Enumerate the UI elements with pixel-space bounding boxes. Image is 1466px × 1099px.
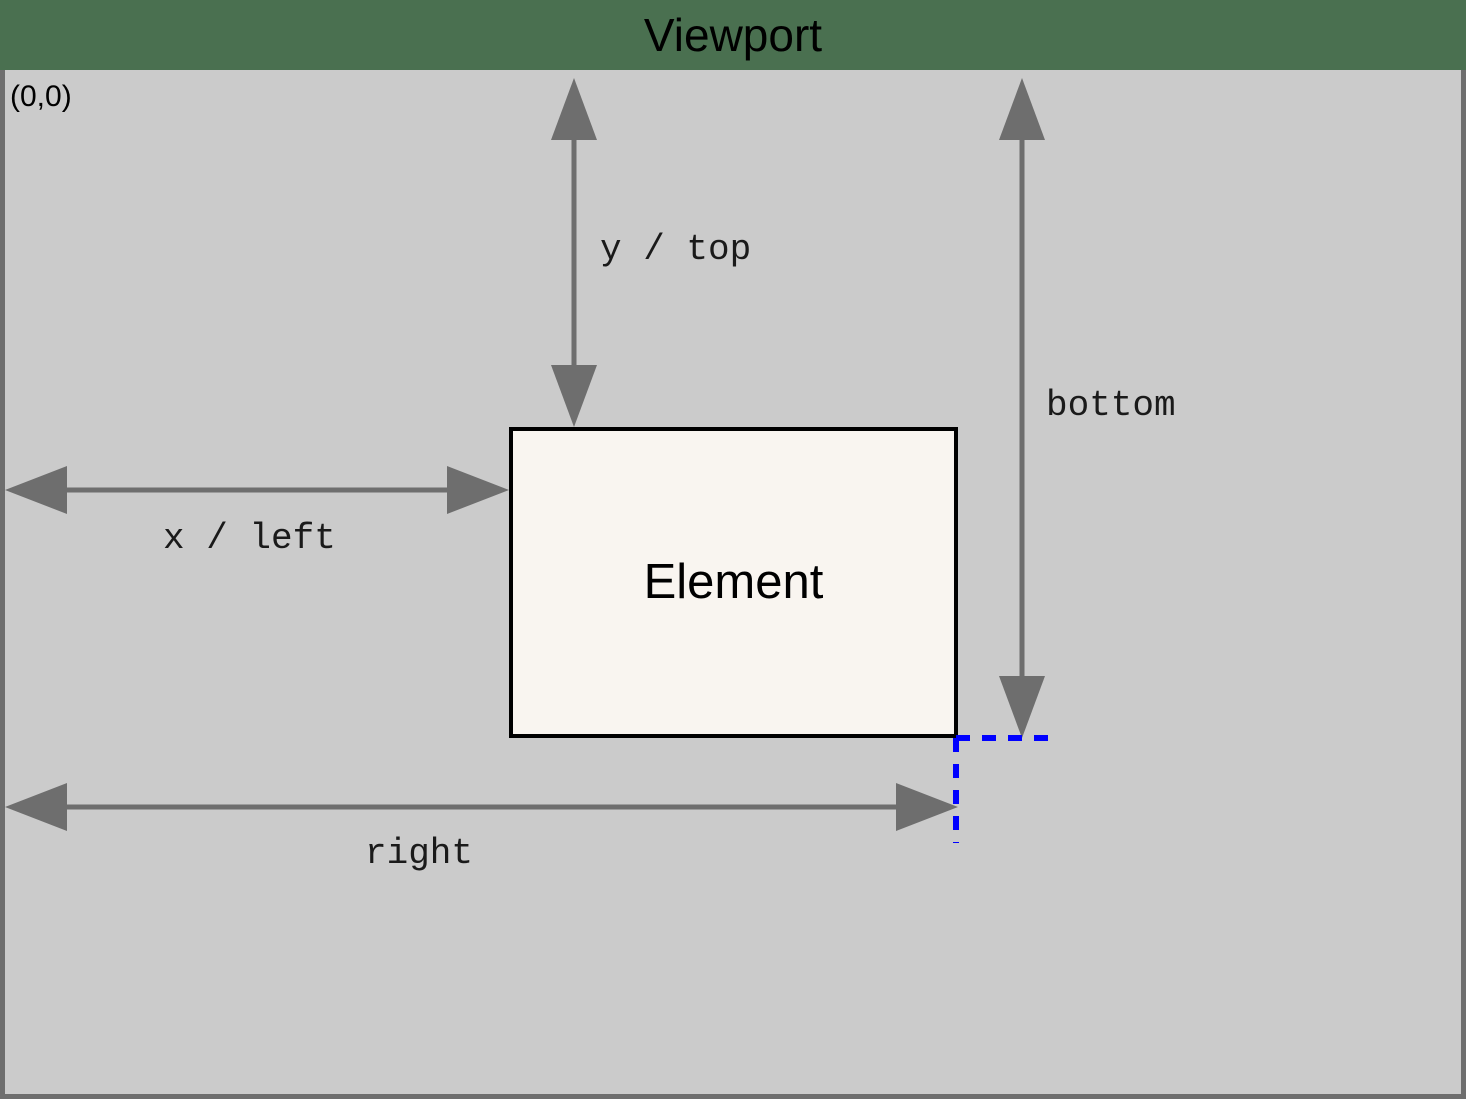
- origin-coordinate-label: (0,0): [10, 80, 72, 113]
- measurement-label-x-left: x / left: [163, 518, 336, 559]
- measurement-label-y-top: y / top: [600, 229, 752, 270]
- measurement-label-bottom: bottom: [1046, 385, 1176, 426]
- page-title: Viewport: [643, 9, 823, 61]
- element-label: Element: [643, 555, 824, 609]
- element-box: Element: [509, 427, 958, 738]
- viewport-header: Viewport: [0, 0, 1466, 70]
- measurement-label-right: right: [365, 833, 474, 874]
